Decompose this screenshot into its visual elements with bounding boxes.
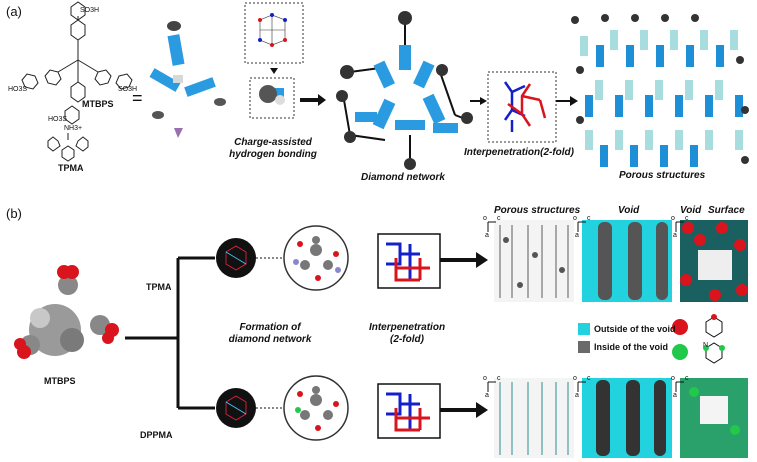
diamond-network	[336, 11, 473, 170]
hbond-inset	[244, 2, 304, 64]
panel-b-label: (b)	[6, 206, 22, 221]
so3h-right: SO3H	[118, 86, 138, 93]
axis-o-1: o	[483, 215, 487, 222]
dppma-arrow	[440, 402, 488, 418]
dppma-node-circle	[283, 375, 349, 441]
legend-outside-swatch	[578, 323, 590, 335]
tpma-void-view	[582, 220, 672, 302]
tpma-label-a: TPMA	[58, 163, 84, 173]
axis-o-5: o	[573, 375, 577, 382]
axis-c-2: c	[587, 215, 591, 222]
mtbps-structure	[21, 1, 133, 125]
dppma-void-view	[582, 378, 672, 458]
step-diamond: Diamond network	[361, 172, 445, 183]
axis-a-4: a	[485, 392, 489, 399]
panel-a-label: (a)	[6, 4, 22, 19]
axis-a-3: a	[673, 232, 677, 239]
mtbps-label-b: MTBPS	[44, 376, 76, 386]
tpma-arrow	[440, 252, 488, 268]
formation-label: Formation of diamond network	[228, 322, 312, 345]
axis-indicators	[487, 221, 684, 392]
tpma-porous-view	[494, 220, 574, 302]
nh3-label: NH3+	[64, 125, 83, 132]
legend-inside-label: Inside of the void	[594, 342, 669, 352]
so3h-top: SO3H	[80, 7, 100, 14]
axis-c-6: c	[685, 375, 689, 382]
ho3s-left: HO3S	[8, 86, 28, 93]
building-unit	[149, 21, 226, 138]
axis-c-3: c	[685, 215, 689, 222]
axis-c-5: c	[587, 375, 591, 382]
axis-o-3: o	[671, 215, 675, 222]
axis-o-2: o	[573, 215, 577, 222]
dppma-surface-view	[680, 378, 748, 458]
ho3s-bottom: HO3S	[48, 116, 68, 123]
equals-sign: =	[132, 88, 143, 108]
step-hbond: Charge-assisted hydrogen bonding	[229, 137, 317, 160]
legend-inside-swatch	[578, 341, 590, 353]
tpma-node-circle	[283, 225, 349, 291]
axis-c-4: c	[497, 375, 501, 382]
tpma-structure	[47, 133, 89, 162]
axis-a-5: a	[575, 392, 579, 399]
col-porous: Porous structures	[494, 205, 581, 216]
legend-red-atom	[672, 319, 688, 335]
step-porous: Porous structures	[619, 170, 706, 181]
axis-a-2: a	[575, 232, 579, 239]
axis-a-1: a	[485, 232, 489, 239]
col-surface: Surface	[708, 205, 745, 216]
dppma-porous-view	[494, 378, 574, 458]
branch-lines	[125, 256, 215, 410]
axis-o-4: o	[483, 375, 487, 382]
legend-green-atom	[672, 344, 688, 360]
porous-structures-a	[571, 14, 749, 167]
step-interpenetration: Interpenetration(2-fold)	[464, 147, 574, 158]
mtbps-label-a: MTBPS	[82, 99, 114, 109]
tpma-label-b: TPMA	[146, 282, 172, 292]
dppma-label-b: DPPMA	[140, 430, 173, 440]
tpma-surface-view	[680, 220, 748, 302]
mtbps-spacefill	[14, 265, 119, 359]
legend-n-label: N	[703, 342, 709, 349]
axis-c-1: c	[497, 215, 501, 222]
axis-o-6: o	[671, 375, 675, 382]
interpenetration-label: Interpenetration (2-fold)	[368, 322, 446, 345]
col-void2: Void	[680, 205, 702, 216]
axis-a-6: a	[673, 392, 677, 399]
col-void: Void	[618, 205, 640, 216]
legend-outside-label: Outside of the void	[594, 324, 676, 334]
